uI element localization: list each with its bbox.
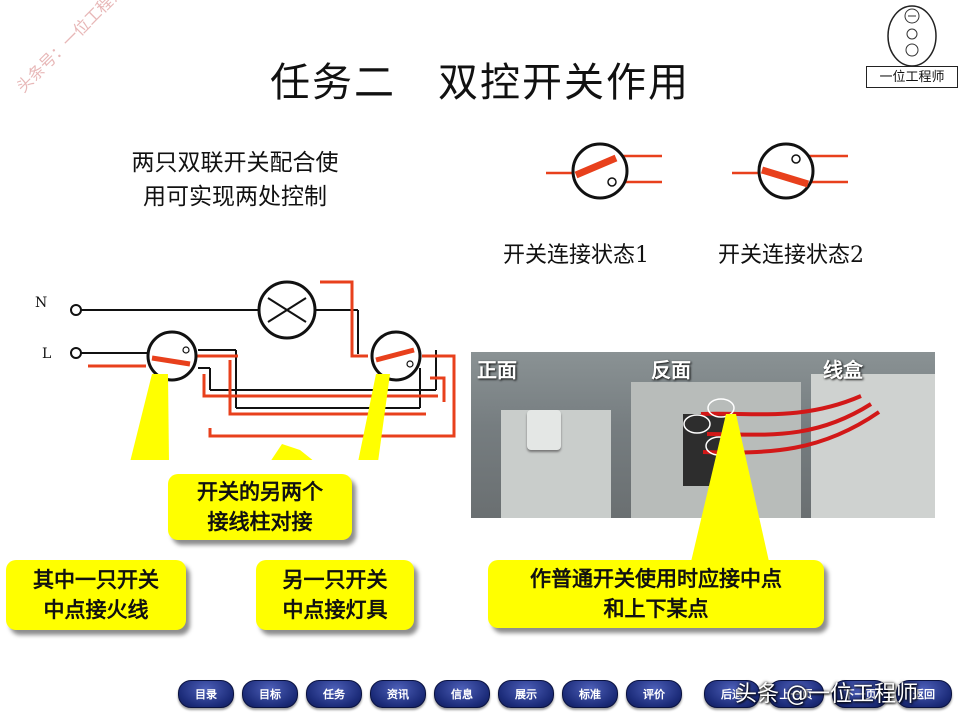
switch-photo: 正面 反面 线盒: [471, 352, 935, 518]
nav-button-standard[interactable]: 标准: [562, 680, 618, 708]
photo-pointer: [690, 414, 770, 566]
nav-button-next[interactable]: 下一页: [832, 680, 888, 708]
label-l: L: [42, 346, 52, 362]
switch-state-1-icon: [546, 142, 662, 200]
callout-other-terminals-line2: 接线柱对接: [207, 510, 313, 534]
photo-label-box: 线盒: [823, 358, 863, 382]
callout-lamp-line1: 另一只开关: [282, 568, 388, 592]
circuit-diagram: [70, 280, 456, 460]
callout-fire-line1: 其中一只开关: [33, 568, 159, 592]
callout-lamp-line2: 中点接灯具: [282, 598, 388, 622]
nav-button-resources[interactable]: 资讯: [370, 680, 426, 708]
nav-button-back[interactable]: 后退: [704, 680, 760, 708]
nav-button-goals[interactable]: 目标: [242, 680, 298, 708]
logo-label: 一位工程师: [866, 66, 958, 88]
switch-state-2-label: 开关连接状态2: [718, 243, 864, 268]
intro-line-1: 两只双联开关配合使: [131, 150, 339, 176]
nav-button-evaluate[interactable]: 评价: [626, 680, 682, 708]
switch-state-1-label: 开关连接状态1: [503, 243, 649, 268]
nav-button-show[interactable]: 展示: [498, 680, 554, 708]
callout-fire-wire: 其中一只开关 中点接火线: [6, 560, 186, 630]
photo-label-back: 反面: [651, 358, 691, 382]
photo-label-front: 正面: [477, 358, 517, 382]
switch-state-2-icon: [732, 142, 848, 200]
label-n: N: [35, 295, 48, 311]
nav-button-task[interactable]: 任务: [306, 680, 362, 708]
callout-normal-line1: 作普通开关使用时应接中点: [530, 567, 782, 591]
callout-other-terminals-line1: 开关的另两个: [197, 480, 323, 504]
callout-other-terminals: 开关的另两个 接线柱对接: [168, 474, 352, 540]
callout-fire-line2: 中点接火线: [43, 598, 149, 622]
nav-button-info[interactable]: 信息: [434, 680, 490, 708]
logo-icon: [887, 5, 937, 67]
page-title: 任务二 双控开关作用: [270, 60, 690, 106]
intro-line-2: 用可实现两处控制: [143, 184, 327, 210]
callout-lamp: 另一只开关 中点接灯具: [256, 560, 414, 630]
intro-text: 两只双联开关配合使 用可实现两处控制: [95, 146, 375, 214]
nav-button-return[interactable]: 返回: [896, 680, 952, 708]
bottom-nav: 目录 目标 任务 资讯 信息 展示 标准 评价 后退 上一页 下一页 返回: [178, 680, 952, 710]
callout-normal-switch: 作普通开关使用时应接中点 和上下某点: [488, 560, 824, 628]
footer-watermark: 头条 @一位工程师: [735, 682, 918, 707]
nav-button-contents[interactable]: 目录: [178, 680, 234, 708]
nav-button-prev[interactable]: 上一页: [768, 680, 824, 708]
callout-normal-line2: 和上下某点: [603, 597, 709, 621]
